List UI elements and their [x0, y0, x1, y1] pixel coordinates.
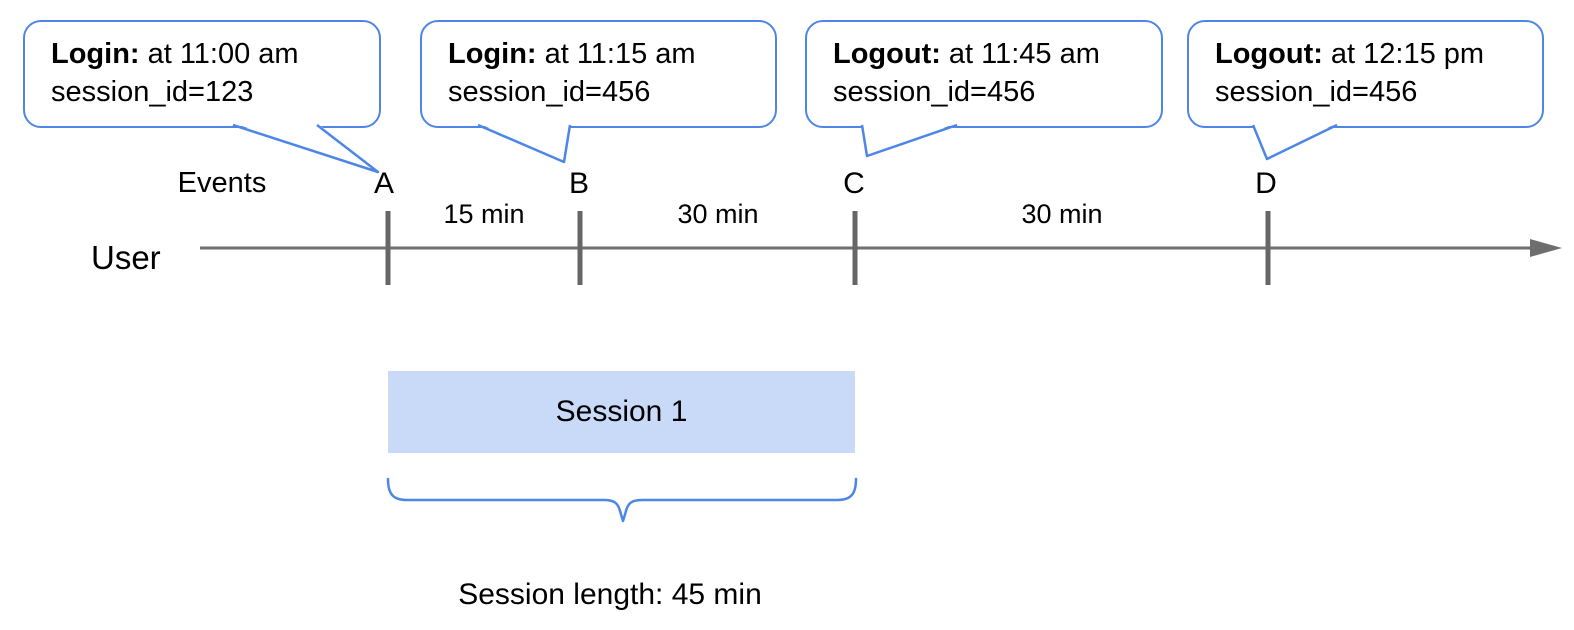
event-session-id: session_id=456 — [833, 76, 1036, 108]
event-session-id: session_id=123 — [51, 76, 254, 108]
session-length-caption: Session length: 45 min — [458, 578, 762, 611]
event-letter-c: C — [843, 167, 865, 200]
session-1-label: Session 1 — [555, 395, 688, 428]
event-type-label: Login: — [448, 38, 537, 70]
tick-event-b — [577, 211, 583, 285]
interval-a-b: 15 min — [443, 199, 525, 229]
callout-event-line: Login:at 11:15 am — [448, 35, 755, 73]
callout-bubble-logout-c: Logout:at 11:45 am session_id=456 — [805, 20, 1163, 128]
event-time: at 11:45 am — [948, 38, 1100, 70]
callout-tail-b — [477, 123, 572, 164]
callout-bubble-login-b: Login:at 11:15 am session_id=456 — [420, 20, 777, 128]
event-time: at 11:00 am — [147, 38, 299, 70]
event-type-label: Logout: — [833, 38, 941, 70]
events-label: Events — [177, 167, 267, 199]
event-time: at 11:15 am — [544, 38, 696, 70]
interval-c-d: 30 min — [1021, 199, 1103, 229]
event-letter-b: B — [568, 167, 590, 200]
tick-event-d — [1265, 211, 1271, 285]
callout-bubble-login-a: Login:at 11:00 am session_id=123 — [23, 20, 381, 128]
callout-tail-a — [232, 123, 380, 174]
event-session-id: session_id=456 — [448, 76, 651, 108]
event-letter-a: A — [373, 167, 395, 200]
user-axis-label: User — [91, 239, 161, 276]
tick-event-c — [852, 211, 858, 285]
session-1-box: Session 1 — [388, 371, 855, 453]
event-time: at 12:15 pm — [1330, 38, 1485, 70]
tick-event-a — [385, 211, 391, 285]
event-letter-d: D — [1255, 167, 1277, 200]
callout-event-line: Login:at 11:00 am — [51, 35, 359, 73]
event-type-label: Logout: — [1215, 38, 1323, 70]
callout-bubble-logout-d: Logout:at 12:15 pm session_id=456 — [1187, 20, 1544, 128]
session-length-brace — [386, 477, 858, 523]
callout-event-line: Logout:at 11:45 am — [833, 35, 1141, 73]
timeline-arrowhead-icon — [1530, 239, 1562, 257]
interval-b-c: 30 min — [677, 199, 759, 229]
event-type-label: Login: — [51, 38, 140, 70]
callout-event-line: Logout:at 12:15 pm — [1215, 35, 1522, 73]
event-session-id: session_id=456 — [1215, 76, 1418, 108]
callout-tail-d — [1251, 123, 1338, 161]
